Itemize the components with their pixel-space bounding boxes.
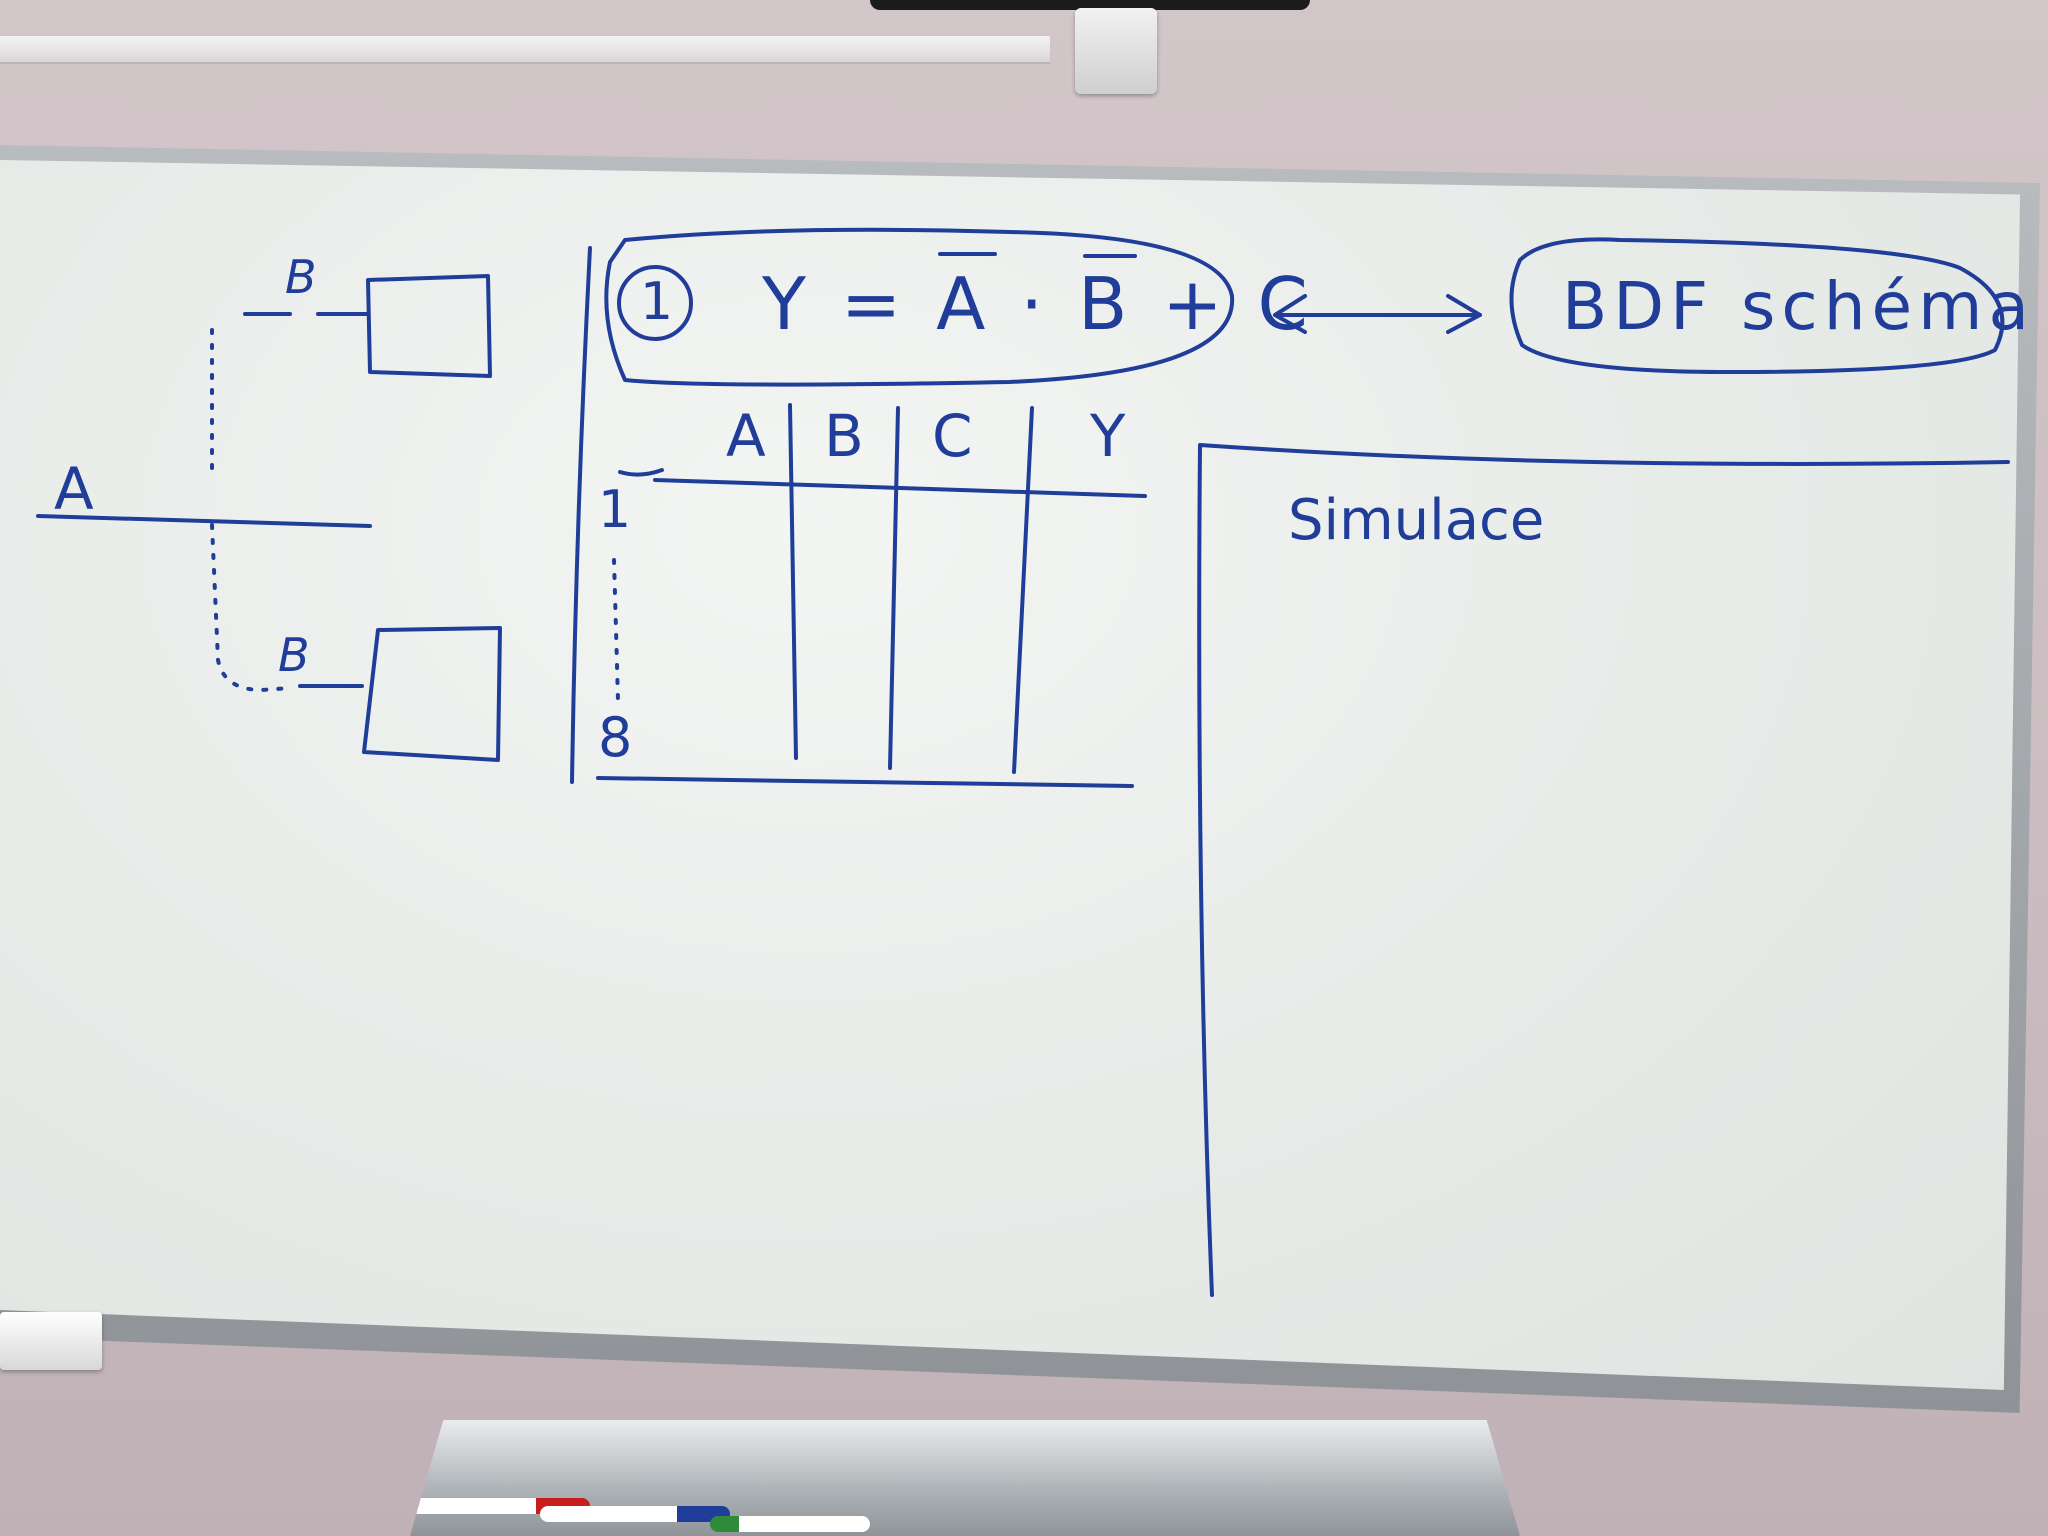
bdf-label: BDF schéma xyxy=(1562,268,2035,345)
label-a: A xyxy=(54,455,94,523)
double-arrow xyxy=(1273,294,1482,334)
blue-marker xyxy=(540,1506,730,1522)
label-b-bottom: B xyxy=(278,628,310,682)
table-header-y: Y xyxy=(1090,402,1126,470)
power-plug xyxy=(1075,8,1157,94)
table-header-c: C xyxy=(932,402,973,470)
row-last-label: 8 xyxy=(598,706,633,769)
bdf-outline xyxy=(1509,237,2005,374)
row-first-label: 1 xyxy=(598,480,632,540)
simulation-label: Simulace xyxy=(1288,488,1545,553)
marker-tray xyxy=(410,1420,1520,1536)
equation-text: Y = A · B + C xyxy=(762,262,1314,346)
bottom-gate-box xyxy=(362,626,502,762)
equation-outline xyxy=(604,227,1235,387)
table-header-a: A xyxy=(726,402,766,470)
top-gate-box xyxy=(366,274,492,378)
green-marker xyxy=(710,1516,870,1532)
number-circle xyxy=(617,265,693,341)
tv-bottom-edge xyxy=(870,0,1310,10)
left-circuit-sketch xyxy=(36,274,502,762)
whiteboard-surface xyxy=(0,160,2020,1390)
eraser-holder xyxy=(0,1312,102,1370)
truth-table-grid xyxy=(596,403,1147,788)
label-b-top: B xyxy=(285,250,317,304)
simulation-panel-border xyxy=(1197,443,2010,1297)
table-header-b: B xyxy=(824,402,864,470)
cable-channel xyxy=(0,36,1050,64)
equation-number: 1 xyxy=(640,272,674,332)
